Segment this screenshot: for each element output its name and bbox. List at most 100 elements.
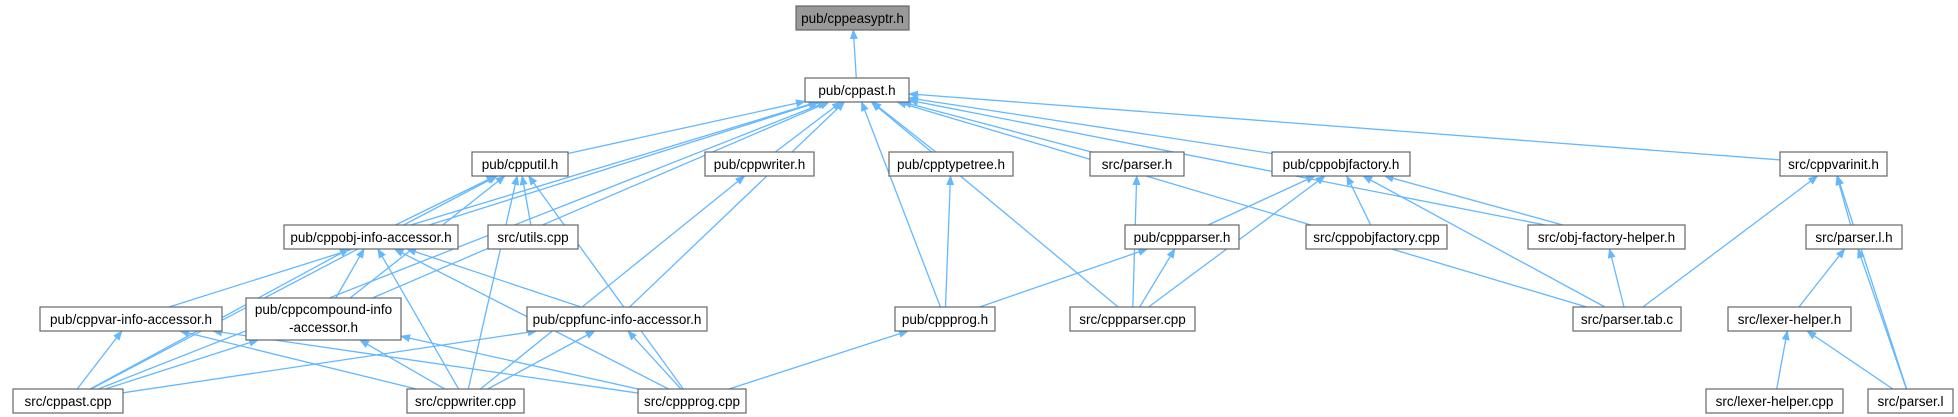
node-cppvar-info[interactable]: pub/cppvar-info-accessor.h (39, 306, 223, 332)
node-utils-cpp[interactable]: src/utils.cpp (487, 224, 579, 250)
node-cppprog-cpp[interactable]: src/cppprog.cpp (637, 388, 747, 414)
node-cppobjfactory-cpp[interactable]: src/cppobjfactory.cpp (1305, 224, 1448, 250)
edge-cppast_cpp-to-cppcompound_info (105, 338, 260, 390)
node-label: src/cppvarinit.h (1788, 157, 1879, 172)
node-box (1572, 306, 1682, 332)
edge-cppparser_cpp-to-cppast_h (870, 101, 1119, 308)
node-box (39, 306, 223, 332)
edge-cppwriter_h-to-cppast_h (774, 101, 842, 153)
node-cppparser-cpp[interactable]: src/cppparser.cpp (1069, 306, 1196, 332)
node-label: pub/cppfunc-info-accessor.h (533, 312, 702, 327)
node-cppobj-info[interactable]: pub/cppobj-info-accessor.h (283, 224, 459, 250)
edge-line (372, 101, 830, 299)
edge-cppobjfactory_h-to-cppast_h (908, 95, 1273, 155)
edge-line (896, 100, 1587, 308)
node-box (406, 388, 525, 414)
node-box (471, 151, 569, 177)
node-label: src/obj-factory-helper.h (1538, 230, 1675, 245)
node-box (704, 151, 815, 177)
node-objfactory-helper[interactable]: src/obj-factory-helper.h (1527, 224, 1686, 250)
node-box (1305, 224, 1448, 250)
node-cppwriter-cpp[interactable]: src/cppwriter.cpp (406, 388, 525, 414)
node-label: src/cppast.cpp (24, 394, 111, 409)
edge-utils_cpp-to-cpputil (519, 175, 532, 226)
node-cppwriter-h[interactable]: pub/cppwriter.h (704, 151, 815, 177)
edge-cppprog_h-to-cppparser_h (979, 248, 1149, 308)
node-box (1069, 306, 1196, 332)
node-label: src/parser.tab.c (1581, 312, 1674, 327)
edge-cppprog_h-to-cppast_h (860, 101, 942, 308)
nodes-layer: pub/cppeasyptr.h pub/cppast.h pub/cpputil.… (12, 5, 1954, 414)
edge-line (105, 338, 260, 390)
node-lexer-helper-cpp[interactable]: src/lexer-helper.cpp (1705, 388, 1844, 414)
node-box (637, 388, 747, 414)
node-cppvarinit[interactable]: src/cppvarinit.h (1779, 151, 1888, 177)
edge-line (979, 248, 1149, 308)
edge-cppprog_cpp-to-cppcompound_info (400, 334, 639, 390)
edge-line (395, 175, 497, 226)
node-label: src/parser.l (1877, 394, 1943, 409)
edge-line (479, 175, 746, 390)
node-box (526, 306, 708, 332)
node-parser-h[interactable]: src/parser.h (1089, 151, 1185, 177)
edge-parser_l-to-cppvarinit (1836, 175, 1908, 390)
edge-line (1835, 175, 1852, 226)
edge-line (908, 90, 1781, 161)
edge-line (870, 101, 1119, 308)
edge-line (335, 248, 365, 299)
edge-line (627, 330, 682, 390)
node-cppobjfactory-h[interactable]: pub/cppobjfactory.h (1271, 151, 1411, 177)
node-label: src/parser.l.h (1815, 230, 1892, 245)
edge-line (487, 330, 596, 390)
node-cpptypetree[interactable]: pub/cpptypetree.h (888, 151, 1014, 177)
node-label: src/lexer-helper.h (1738, 312, 1842, 327)
edge-cppprog_cpp-to-cppvar_info (212, 328, 639, 394)
edge-objfactory_helper-to-cppast_h (908, 98, 1546, 226)
edge-cppobj_info-to-cppast_h (410, 100, 819, 226)
node-cppprog-h[interactable]: pub/cppprog.h (894, 306, 996, 332)
node-cppast-h[interactable]: pub/cppast.h (804, 77, 910, 103)
edge-line (908, 98, 1546, 226)
edge-parser_tab_c-to-objfactory_helper (1607, 248, 1625, 308)
node-box (1089, 151, 1185, 177)
node-cppast-cpp[interactable]: src/cppast.cpp (12, 388, 124, 414)
node-label: pub/cppwriter.h (714, 157, 806, 172)
edge-line (98, 101, 828, 390)
node-cppfunc-info[interactable]: pub/cppfunc-info-accessor.h (526, 306, 708, 332)
node-box (1271, 151, 1411, 177)
edge-line (1207, 175, 1316, 226)
node-lexer-helper-h[interactable]: src/lexer-helper.h (1727, 306, 1852, 332)
edge-line (1836, 175, 1908, 390)
edge-line (944, 175, 955, 308)
edge-cppfunc_info-to-cppast_h (629, 101, 846, 308)
node-box (1527, 224, 1686, 250)
edge-cppast_cpp-to-cppast_h (98, 101, 828, 390)
edge-line (901, 100, 1092, 153)
node-box (888, 151, 1014, 177)
node-cppcompound-info[interactable]: pub/cppcompound-info-accessor.h (245, 297, 402, 341)
node-label: src/utils.cpp (497, 230, 568, 245)
edge-line (728, 329, 909, 390)
node-cpputil[interactable]: pub/cpputil.h (471, 151, 569, 177)
edge-line (1383, 174, 1564, 226)
edge-line (400, 334, 639, 390)
node-label: pub/cppast.h (818, 83, 895, 98)
edge-cppast_cpp-to-cpputil (90, 175, 498, 390)
node-parser-l-h[interactable]: src/parser.l.h (1805, 224, 1903, 250)
edge-line (1607, 248, 1625, 308)
edge-cppast_cpp-to-cppvar_info (76, 330, 123, 390)
node-label: pub/cppobjfactory.h (1283, 157, 1400, 172)
node-parser-tab-c[interactable]: src/parser.tab.c (1572, 306, 1682, 332)
node-cppeasyptr[interactable]: pub/cppeasyptr.h (795, 5, 910, 31)
node-box (283, 224, 459, 250)
edge-line (212, 328, 639, 394)
node-parser-l[interactable]: src/parser.l (1867, 388, 1954, 414)
edge-cppcompound_info-to-cppast_h (372, 101, 830, 299)
node-box (1124, 224, 1240, 250)
node-label: pub/cppprog.h (902, 312, 988, 327)
node-label: pub/cpputil.h (482, 157, 559, 172)
edge-line (1642, 175, 1819, 308)
node-cppparser-h[interactable]: pub/cppparser.h (1124, 224, 1240, 250)
edge-cppobjfactory_cpp-to-cppobjfactory_h (1346, 175, 1372, 226)
